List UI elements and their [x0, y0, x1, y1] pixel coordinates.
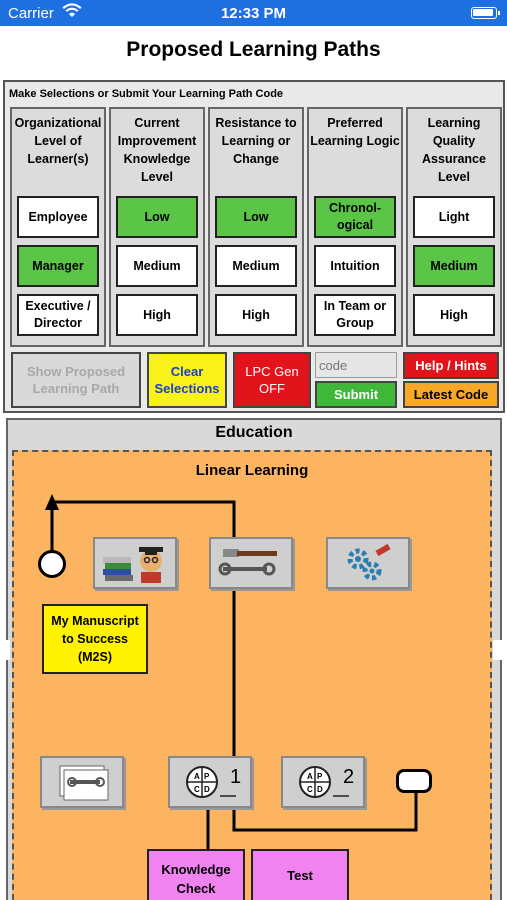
column-header: Current Improvement Knowledge Level	[117, 116, 197, 184]
column-header: Resistance to Learning or Change	[215, 116, 297, 166]
page-title: Proposed Learning Paths	[126, 38, 381, 61]
path-end-node	[396, 769, 432, 793]
apcd-1-tile[interactable]: A P C D 1	[168, 756, 252, 808]
apcd-1-number: 1	[230, 766, 242, 788]
option-high[interactable]: High	[116, 294, 198, 336]
code-input[interactable]	[315, 352, 397, 378]
panel-caption: Make Selections or Submit Your Learning …	[9, 88, 284, 100]
path-start-node	[38, 550, 66, 578]
column-learning-logic: Preferred Learning Logic Chronol-ogical …	[307, 107, 403, 347]
hammer-wrench-icon	[218, 549, 277, 576]
option-medium[interactable]: Medium	[413, 245, 495, 287]
option-high[interactable]: High	[215, 294, 297, 336]
apcd-2-number: 2	[343, 766, 355, 788]
svg-text:D: D	[204, 785, 210, 794]
help-hints-button[interactable]: Help / Hints	[403, 352, 499, 379]
column-header: Learning Quality Assurance Level	[422, 116, 486, 184]
latest-code-button[interactable]: Latest Code	[403, 381, 499, 408]
lpc-gen-toggle[interactable]: LPC Gen OFF	[233, 352, 311, 408]
apcd-cycle-icon: A P C D	[186, 766, 236, 798]
svg-text:P: P	[204, 772, 210, 781]
svg-text:A: A	[307, 772, 313, 781]
lpc-gen-label: LPC Gen	[245, 364, 299, 379]
svg-text:C: C	[194, 785, 200, 794]
svg-text:D: D	[317, 785, 323, 794]
submit-button[interactable]: Submit	[315, 381, 397, 408]
scholar-books-tile[interactable]	[93, 537, 177, 589]
clock: 12:33 PM	[220, 5, 287, 22]
my-manuscript-to-success-box[interactable]: My Manuscript to Success (M2S)	[42, 604, 148, 674]
gears-icon	[347, 543, 391, 581]
battery-icon	[471, 7, 500, 19]
selection-panel: Make Selections or Submit Your Learning …	[3, 80, 505, 413]
svg-text:P: P	[317, 772, 323, 781]
linear-learning-title: Linear Learning	[195, 462, 309, 479]
option-medium[interactable]: Medium	[116, 245, 198, 287]
section-divider	[0, 640, 10, 660]
document-tools-icon	[59, 765, 109, 801]
education-title: Education	[215, 424, 293, 441]
option-low[interactable]: Low	[116, 196, 198, 238]
tools-tile[interactable]	[209, 537, 293, 589]
clear-selections-button[interactable]: Clear Selections	[147, 352, 227, 408]
apcd-cycle-icon: A P C D	[299, 766, 349, 798]
option-chronological[interactable]: Chronol-ogical	[314, 196, 396, 238]
linear-learning-area: Linear Learning	[12, 450, 492, 900]
option-employee[interactable]: Employee	[17, 196, 99, 238]
scholar-books-icon	[103, 547, 163, 583]
option-medium[interactable]: Medium	[215, 245, 297, 287]
option-manager[interactable]: Manager	[17, 245, 99, 287]
option-light[interactable]: Light	[413, 196, 495, 238]
column-knowledge-level: Current Improvement Knowledge Level Low …	[109, 107, 205, 347]
column-header: Preferred Learning Logic	[310, 116, 400, 148]
status-bar: Carrier 12:33 PM	[0, 0, 507, 26]
option-low[interactable]: Low	[215, 196, 297, 238]
wifi-icon	[62, 3, 82, 23]
svg-text:C: C	[307, 785, 313, 794]
option-high[interactable]: High	[413, 294, 495, 336]
apcd-2-tile[interactable]: A P C D 2	[281, 756, 365, 808]
knowledge-check-box[interactable]: Knowledge Check	[147, 849, 245, 900]
test-box[interactable]: Test	[251, 849, 349, 900]
carrier-label: Carrier	[8, 5, 54, 22]
option-intuition[interactable]: Intuition	[314, 245, 396, 287]
lpc-gen-state: OFF	[258, 381, 285, 396]
column-organizational-level: Organizational Level of Learner(s) Emplo…	[10, 107, 106, 347]
section-divider	[493, 640, 507, 660]
show-proposed-path-button[interactable]: Show Proposed Learning Path	[11, 352, 141, 408]
column-quality-assurance: Learning Quality Assurance Level Light M…	[406, 107, 502, 347]
column-header: Organizational Level of Learner(s)	[14, 116, 102, 166]
column-resistance: Resistance to Learning or Change Low Med…	[208, 107, 304, 347]
gears-tile[interactable]	[326, 537, 410, 589]
document-tools-tile[interactable]	[40, 756, 124, 808]
svg-text:A: A	[194, 772, 200, 781]
option-in-team-or-group[interactable]: In Team or Group	[314, 294, 396, 336]
option-executive-director[interactable]: Executive / Director	[17, 294, 99, 336]
